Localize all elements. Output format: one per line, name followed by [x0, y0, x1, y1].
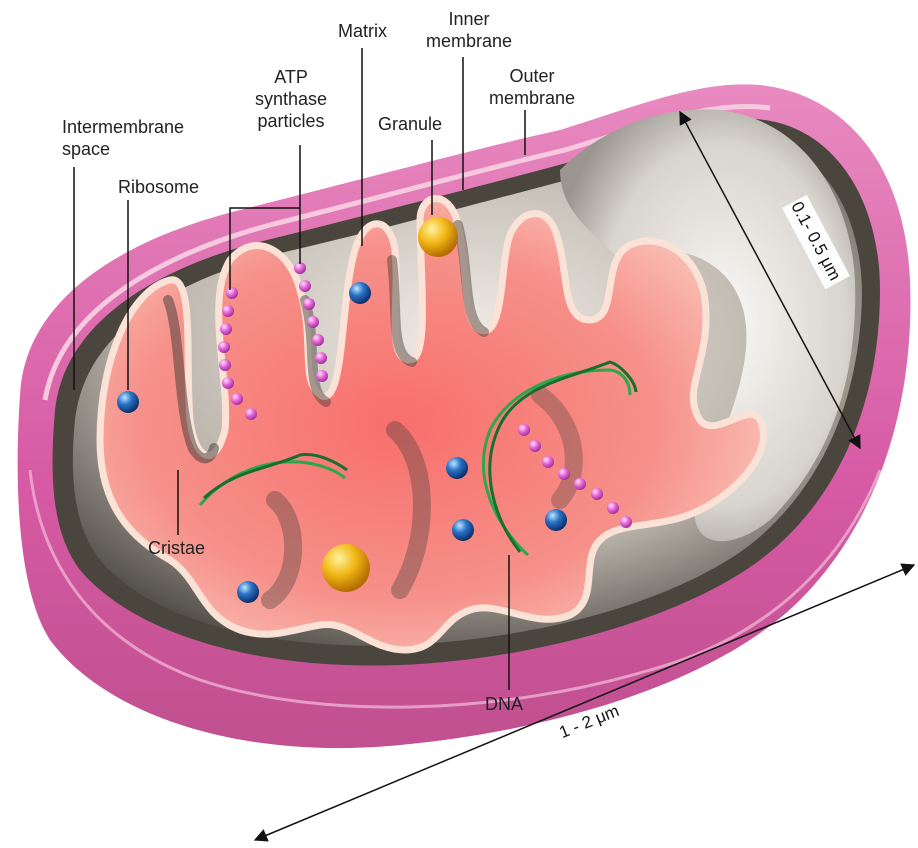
- ribosome-3: [446, 457, 468, 479]
- granule-1: [418, 217, 458, 257]
- ribosome-2: [349, 282, 371, 304]
- label-inner-membrane: Inner membrane: [426, 8, 512, 52]
- label-matrix: Matrix: [338, 20, 387, 42]
- ribosome-4: [452, 519, 474, 541]
- label-atp-synthase: ATP synthase particles: [255, 66, 327, 132]
- label-intermembrane-space: Intermembrane space: [62, 116, 184, 160]
- granule-2: [322, 544, 370, 592]
- ribosome-5: [545, 509, 567, 531]
- ribosome-6: [237, 581, 259, 603]
- label-ribosome: Ribosome: [118, 176, 199, 198]
- label-dna: DNA: [485, 693, 523, 715]
- label-outer-membrane: Outer membrane: [489, 65, 575, 109]
- label-granule: Granule: [378, 113, 442, 135]
- ribosome-1: [117, 391, 139, 413]
- label-cristae: Cristae: [148, 537, 205, 559]
